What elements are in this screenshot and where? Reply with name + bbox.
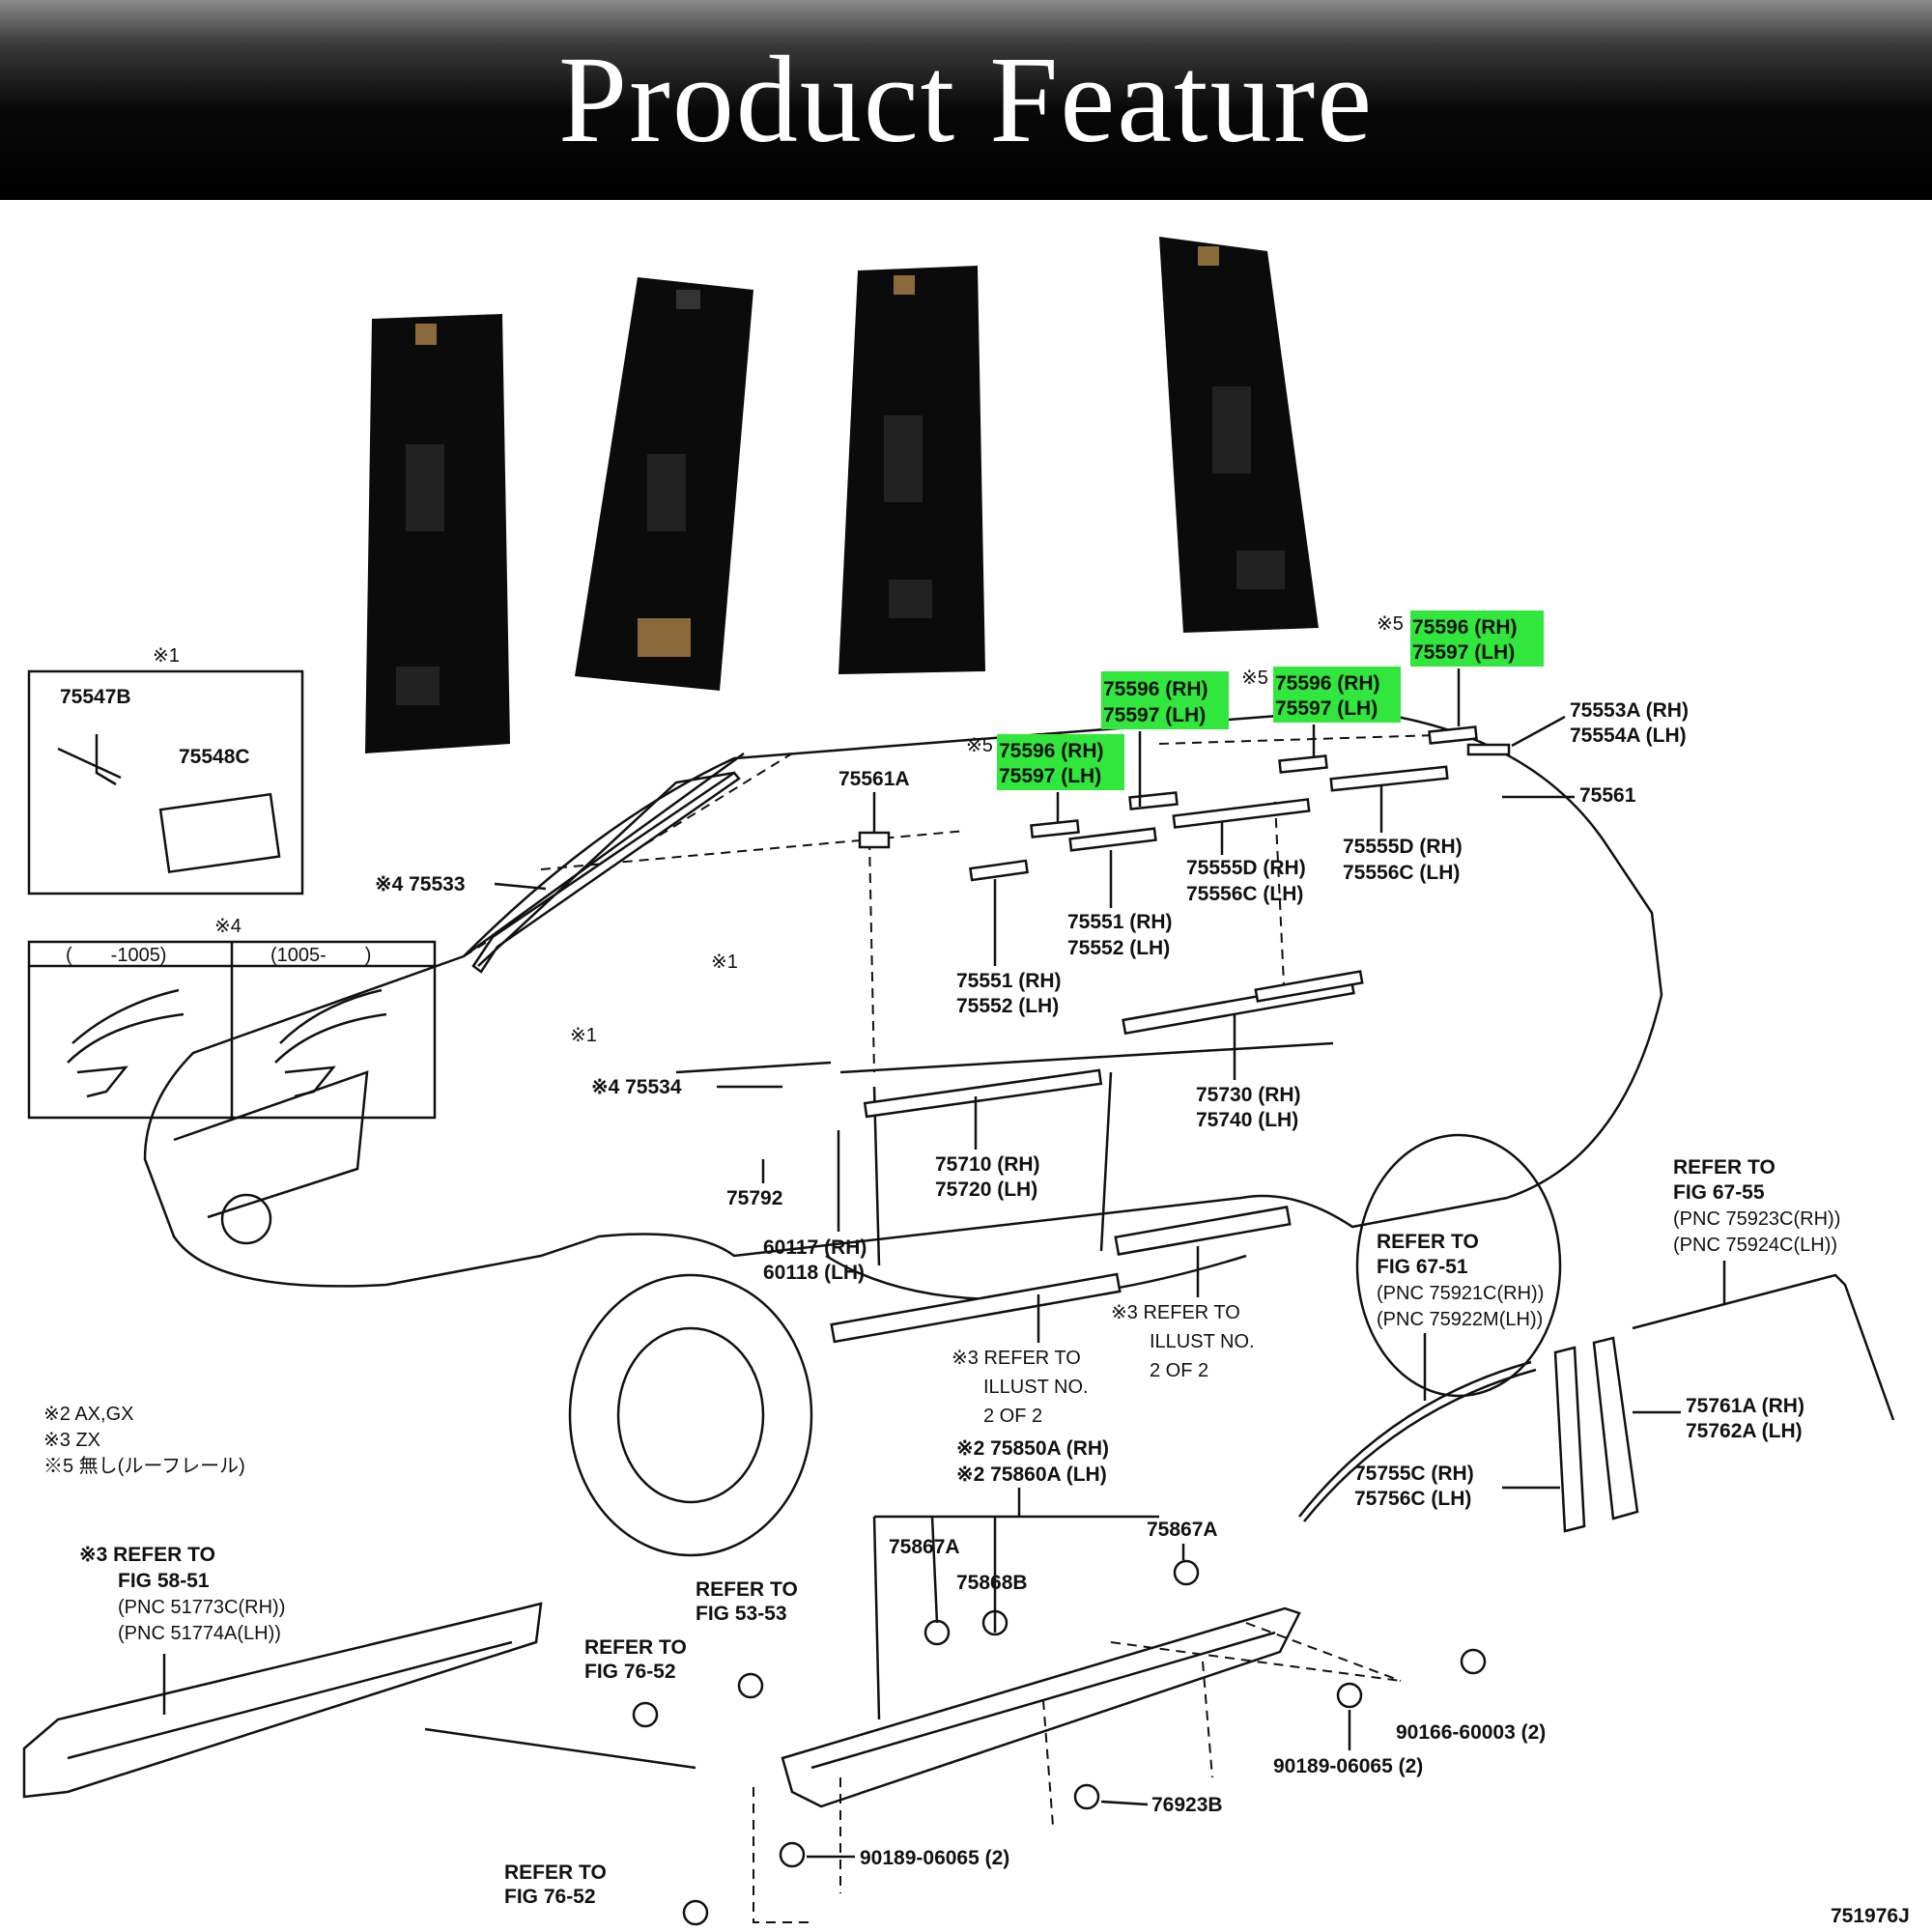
- callout-fig7652a-2: FIG 76-52: [584, 1661, 676, 1683]
- callout-75555d-b: 75555D (RH): [1343, 836, 1463, 858]
- inset-box-4: ※4 ( -1005) (1005- ): [27, 916, 437, 1120]
- callout-marker-c: ※5: [1241, 668, 1268, 689]
- callout-fig5353-2: FIG 53-53: [696, 1603, 787, 1625]
- callout-refer-illust-b-1: ※3 REFER TO: [1111, 1302, 1240, 1323]
- callout-marker-b: ※5: [966, 735, 993, 756]
- callout-75596-d: 75596 (RH): [1412, 616, 1518, 639]
- callout-90189-06065-a: 90189-06065 (2): [1273, 1755, 1423, 1777]
- callout-refer-illust-b-2: ILLUST NO.: [1150, 1331, 1255, 1352]
- callout-fig5851-2: FIG 58-51: [118, 1570, 210, 1592]
- callout-75552-b: 75552 (LH): [956, 995, 1059, 1017]
- callout-fig6751-4: (PNC 75922M(LH)): [1377, 1309, 1543, 1330]
- callout-fig7652b-2: FIG 76-52: [504, 1886, 596, 1908]
- highlighted-callouts: 75596 (RH) 75597 (LH) ※5 75596 (RH) 7559…: [966, 611, 1544, 823]
- callout-fig6751-3: (PNC 75921C(RH)): [1377, 1283, 1544, 1304]
- inset4-marker: ※4: [214, 916, 242, 937]
- callout-75597-a: 75597 (LH): [1103, 704, 1206, 726]
- diagram-code: 751976J: [1831, 1905, 1910, 1927]
- callout-75596-c: 75596 (RH): [1275, 672, 1380, 695]
- callout-fig6755-3: (PNC 75923C(RH)): [1673, 1208, 1840, 1230]
- loose-parts-right: [1298, 1273, 1895, 1533]
- banner-title: Product Feature: [558, 31, 1374, 168]
- callout-75552-a: 75552 (LH): [1067, 937, 1170, 959]
- callout-refer-illust-a-2: ILLUST NO.: [983, 1377, 1089, 1398]
- callout-fig5353-1: REFER TO: [696, 1578, 798, 1601]
- callout-75533: ※4 75533: [375, 873, 466, 895]
- callout-fig6751-1: REFER TO: [1377, 1231, 1479, 1253]
- callout-75597-d: 75597 (LH): [1412, 641, 1515, 664]
- callout-marker-1a: ※1: [711, 952, 738, 973]
- inset-box-1: ※1 75547B 75548C: [27, 645, 304, 895]
- side-mouldings: [830, 970, 1364, 1344]
- part-callouts: 75553A (RH) 75554A (LH) 75561 75561A 755…: [43, 699, 1910, 1927]
- callout-75755c: 75755C (RH): [1354, 1463, 1474, 1485]
- inset1-part-75547b: 75547B: [60, 686, 131, 708]
- parts-diagram: ※1 75547B 75548C ※4 ( -1005) (1005- ): [22, 237, 1910, 1927]
- callout-75556c-a: 75556C (LH): [1186, 883, 1303, 905]
- callout-75860a: ※2 75860A (LH): [956, 1463, 1107, 1486]
- callout-75730: 75730 (RH): [1196, 1084, 1301, 1106]
- callout-76923b: 76923B: [1151, 1794, 1223, 1816]
- callout-75561a: 75561A: [838, 768, 910, 790]
- note-no-roof-rail: ※5 無し(ルーフレール): [43, 1455, 245, 1477]
- inset1-part-75548c: 75548C: [179, 746, 250, 768]
- callout-75867a-right: 75867A: [1147, 1519, 1218, 1541]
- callout-fig6751-2: FIG 67-51: [1377, 1256, 1468, 1278]
- callout-refer-illust-a-1: ※3 REFER TO: [952, 1348, 1081, 1369]
- callout-75762a: 75762A (LH): [1686, 1420, 1803, 1442]
- rocker-parts: [22, 1515, 1487, 1926]
- callout-75850a: ※2 75850A (RH): [956, 1437, 1109, 1460]
- callout-75551-b: 75551 (RH): [956, 970, 1062, 992]
- callout-75597-c: 75597 (LH): [1275, 697, 1378, 720]
- callout-90189-06065-b: 90189-06065 (2): [860, 1847, 1009, 1869]
- callout-60118: 60118 (LH): [763, 1262, 865, 1284]
- note-zx: ※3 ZX: [43, 1430, 100, 1451]
- banner: Product Feature: [0, 0, 1932, 200]
- product-photo-4: [1159, 237, 1319, 633]
- callout-60117: 60117 (RH): [763, 1236, 867, 1259]
- callout-75596-b: 75596 (RH): [999, 740, 1104, 762]
- callout-75740: 75740 (LH): [1196, 1109, 1298, 1131]
- callout-fig5851-1: ※3 REFER TO: [79, 1544, 215, 1566]
- callout-fig5851-3: (PNC 51773C(RH)): [118, 1597, 285, 1618]
- callout-75597-b: 75597 (LH): [999, 765, 1101, 787]
- callout-fig6755-2: FIG 67-55: [1673, 1181, 1765, 1204]
- inset4-col2: (1005- ): [270, 945, 371, 966]
- callout-marker-1b: ※1: [570, 1025, 597, 1046]
- callout-75534: ※4 75534: [591, 1076, 682, 1098]
- callout-75710: 75710 (RH): [935, 1153, 1040, 1176]
- callout-75867a-left: 75867A: [889, 1536, 960, 1558]
- callout-75551-a: 75551 (RH): [1067, 911, 1173, 933]
- callout-fig7652b-1: REFER TO: [504, 1861, 607, 1884]
- callout-75554a: 75554A (LH): [1570, 724, 1687, 747]
- callout-marker-d: ※5: [1377, 613, 1404, 635]
- callout-fig7652a-1: REFER TO: [584, 1636, 687, 1659]
- callout-75596-a: 75596 (RH): [1103, 678, 1208, 700]
- callout-fig6755-1: REFER TO: [1673, 1156, 1776, 1179]
- inset4-col1: ( -1005): [66, 945, 166, 966]
- callout-75761a: 75761A (RH): [1686, 1395, 1804, 1417]
- product-photo-2: [575, 277, 753, 691]
- callout-fig6755-4: (PNC 75924C(LH)): [1673, 1235, 1837, 1256]
- callout-refer-illust-b-3: 2 OF 2: [1150, 1360, 1208, 1381]
- callout-75555d-a: 75555D (RH): [1186, 857, 1306, 879]
- callout-75868b: 75868B: [956, 1572, 1028, 1594]
- callout-fig5851-4: (PNC 51774A(LH)): [118, 1623, 281, 1644]
- note-ax-gx: ※2 AX,GX: [43, 1404, 133, 1425]
- callout-90166-60003: 90166-60003 (2): [1396, 1721, 1546, 1744]
- callout-75553a: 75553A (RH): [1570, 699, 1689, 722]
- callout-75720: 75720 (LH): [935, 1179, 1037, 1201]
- callout-75756c: 75756C (LH): [1354, 1488, 1471, 1510]
- callout-75556c-b: 75556C (LH): [1343, 862, 1460, 884]
- callout-75561: 75561: [1579, 784, 1636, 807]
- callout-refer-illust-a-3: 2 OF 2: [983, 1406, 1042, 1427]
- product-photo-1: [365, 314, 510, 753]
- callout-75792: 75792: [726, 1187, 782, 1209]
- inset1-marker: ※1: [153, 645, 180, 667]
- roof-strips: [471, 725, 1511, 974]
- product-photo-3: [838, 266, 985, 674]
